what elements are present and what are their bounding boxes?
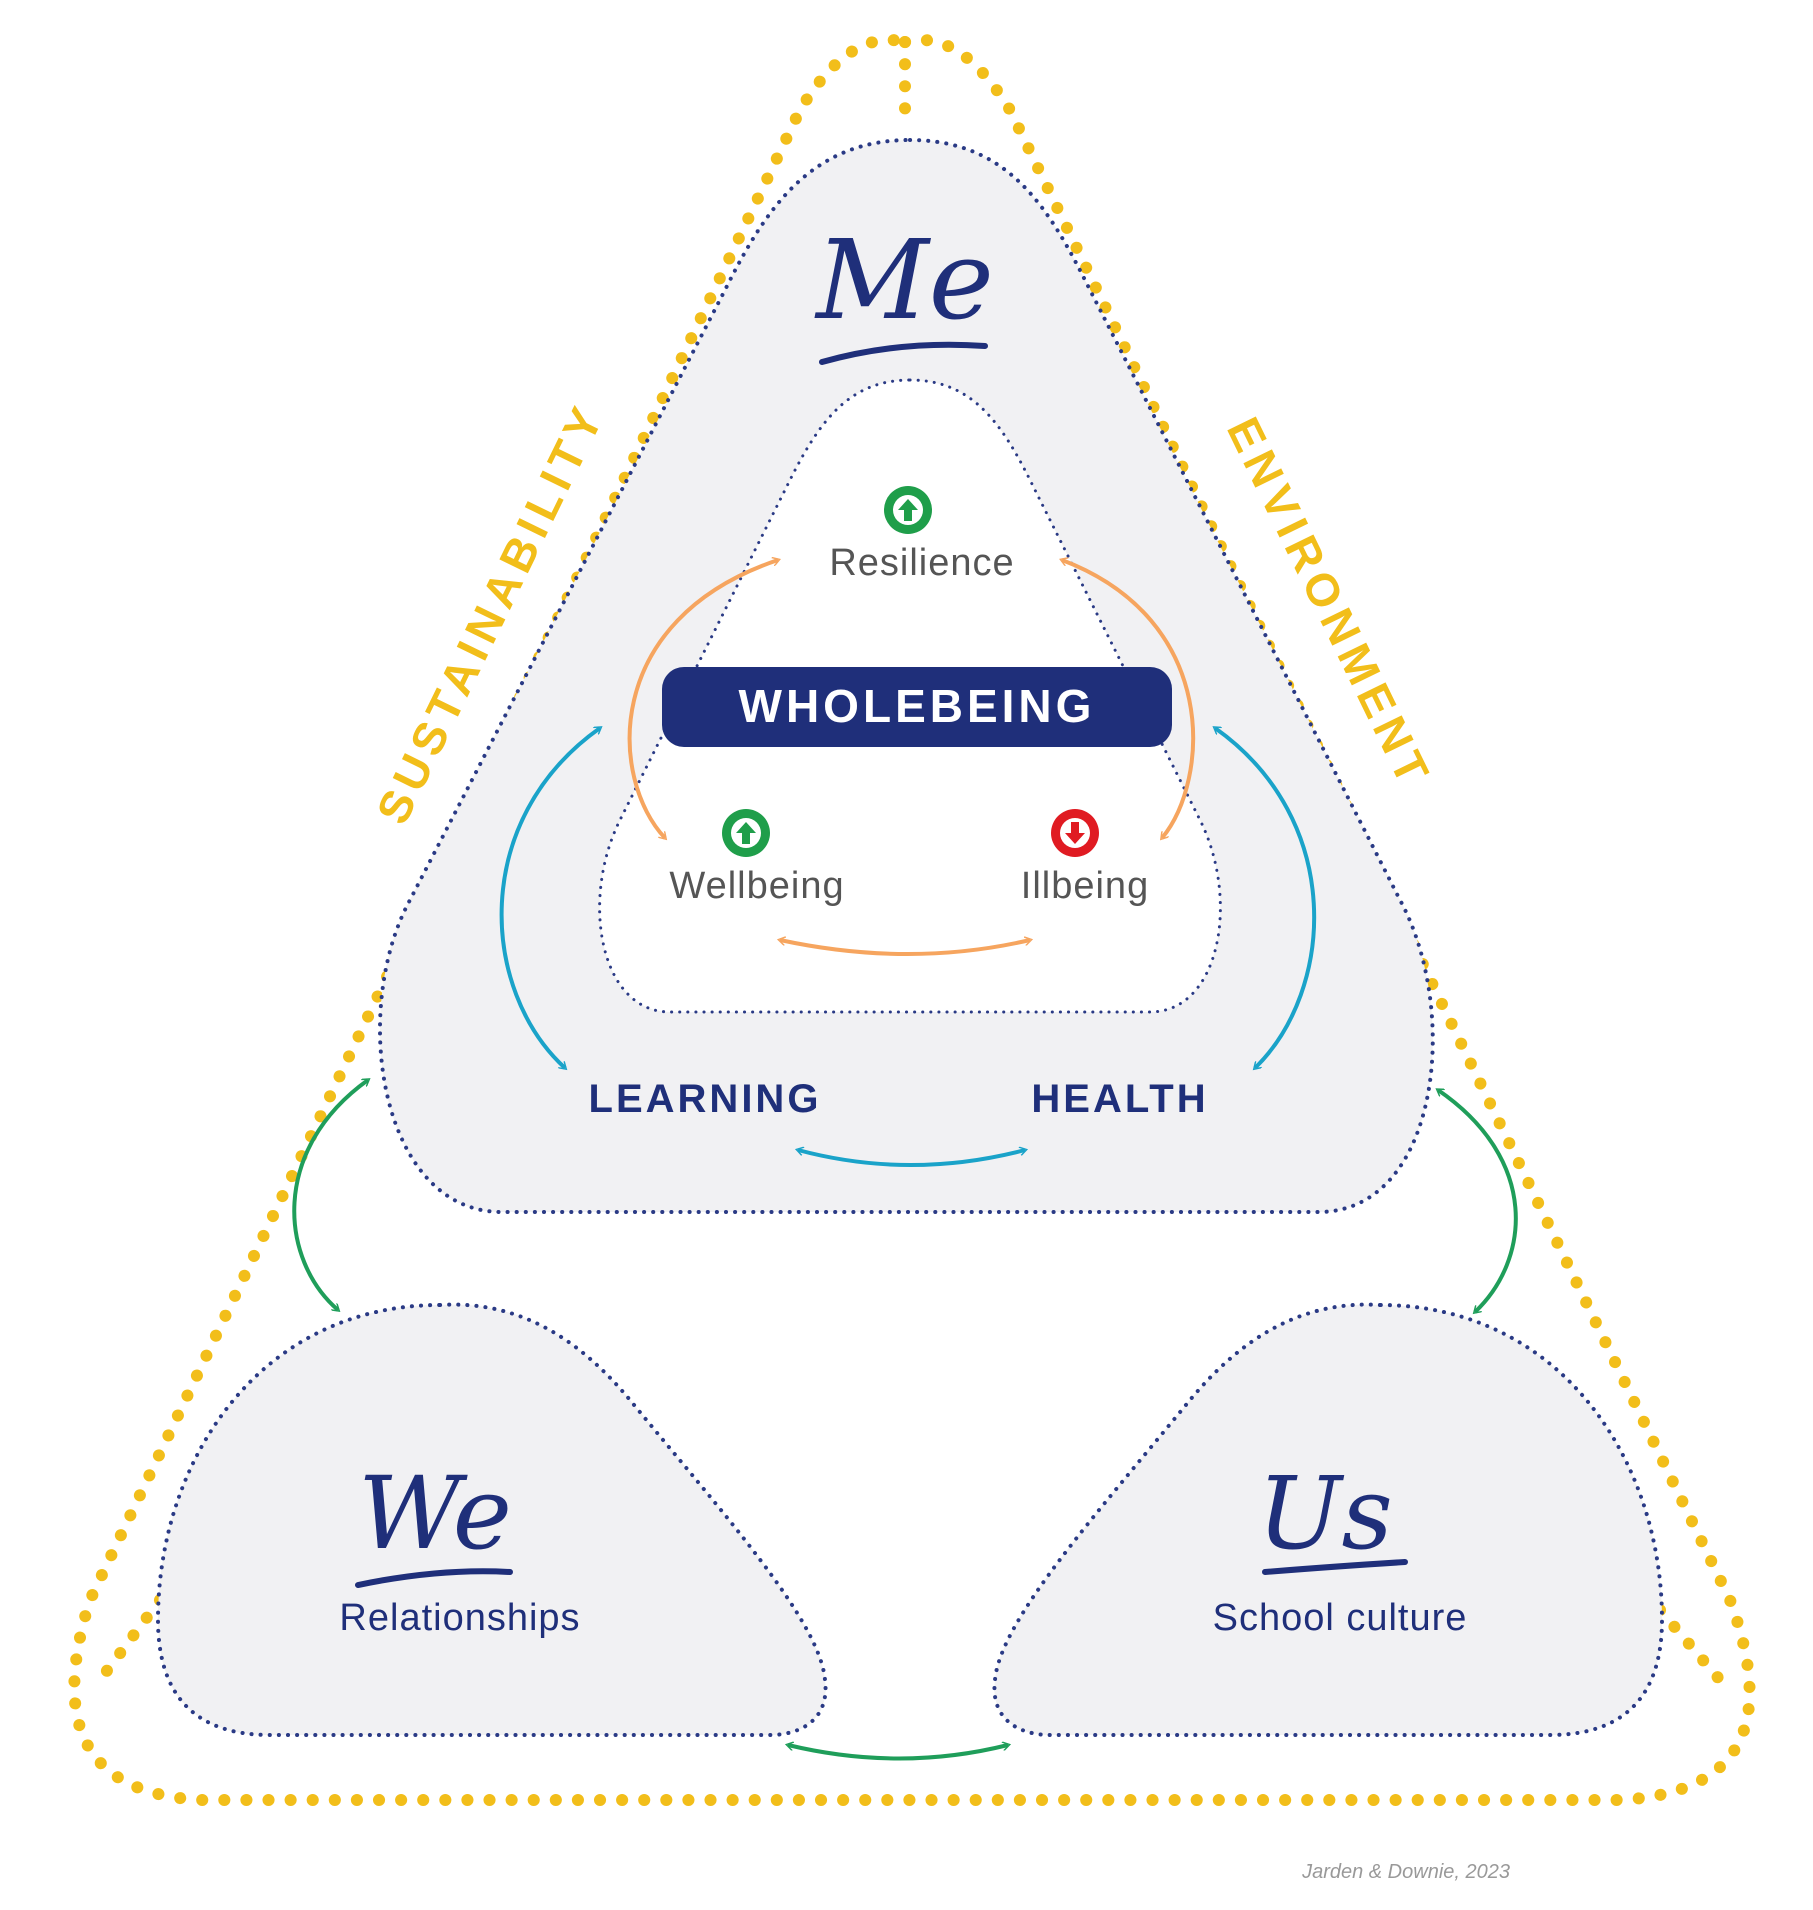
we-title: We bbox=[358, 1455, 512, 1572]
me-underline bbox=[819, 341, 988, 365]
wholebeing-pill bbox=[662, 667, 1172, 747]
us-region: Us School culture bbox=[992, 1302, 1665, 1737]
arrow-down-circle-icon bbox=[1051, 809, 1099, 857]
teal-arrow-learning-health bbox=[798, 1150, 1025, 1167]
credit-label: Jarden & Downie, 2023 bbox=[1301, 1861, 1510, 1883]
orange-arrow-resilience-illbeing bbox=[1062, 560, 1196, 838]
orange-arrow-resilience-wellbeing bbox=[627, 560, 778, 838]
teal-arrow-wholebeing-learning bbox=[499, 728, 600, 1068]
outer-boundary bbox=[68, 34, 1756, 1806]
we-shape bbox=[155, 1302, 828, 1737]
health-label: HEALTH bbox=[1031, 1077, 1208, 1121]
green-arrow-we-us bbox=[788, 1745, 1008, 1761]
us-subtitle: School culture bbox=[1213, 1597, 1468, 1639]
wellbeing-label: Wellbeing bbox=[669, 865, 844, 907]
left-dotted-divider bbox=[94, 1594, 166, 1686]
teal-arrow-wholebeing-health bbox=[1215, 728, 1317, 1068]
learning-label: LEARNING bbox=[589, 1077, 822, 1121]
us-shape bbox=[992, 1302, 1665, 1737]
green-arrow-me-us bbox=[1438, 1090, 1518, 1312]
orange-arrow-wellbeing-illbeing bbox=[780, 940, 1030, 956]
outer-dotted-triangle bbox=[68, 34, 1756, 1806]
right-dotted-divider bbox=[1654, 1604, 1726, 1686]
green-arrow-me-we bbox=[292, 1080, 368, 1310]
we-underline bbox=[355, 1568, 513, 1588]
we-subtitle: Relationships bbox=[339, 1597, 580, 1639]
wholebeing-label: WHOLEBEING bbox=[739, 680, 1096, 732]
me-region: Me Resilience WHOLEBEING Wellbeing Illbe… bbox=[378, 137, 1435, 1214]
resilience-label: Resilience bbox=[829, 542, 1014, 584]
us-title: Us bbox=[1257, 1455, 1393, 1572]
illbeing-label: Illbeing bbox=[1021, 865, 1149, 907]
arrow-up-circle-icon bbox=[884, 486, 932, 534]
me-title: Me bbox=[814, 216, 994, 344]
us-underline bbox=[1262, 1559, 1408, 1575]
arrow-up-circle-icon bbox=[722, 809, 770, 857]
we-region: We Relationships bbox=[155, 1302, 828, 1737]
